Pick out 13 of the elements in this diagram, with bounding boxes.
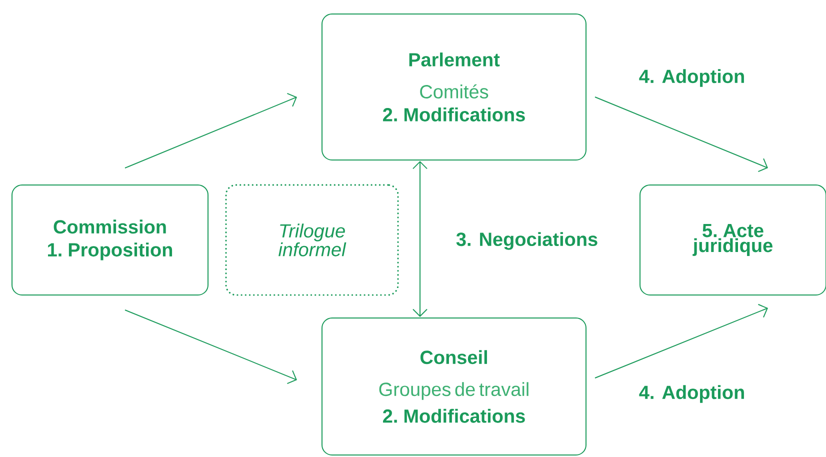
edge-label: 4. Adoption [639,385,744,403]
arrow [124,309,297,384]
process-box: 5. Acte juridique [640,184,826,296]
arrow [594,96,768,172]
process-box: Conseil Groupes de travail 2. Modifications [322,318,586,456]
arrow [124,92,297,168]
arrow [412,160,428,317]
edge-label: 3. Negociations [456,232,598,250]
arrow [594,304,768,378]
edge-label: 4. Adoption [639,69,744,87]
process-box: Parlement Comités 2. Modifications [322,14,586,160]
process-box: Commission 1. Proposition [12,184,208,296]
dotted-box: Trilogue informel [225,184,399,296]
